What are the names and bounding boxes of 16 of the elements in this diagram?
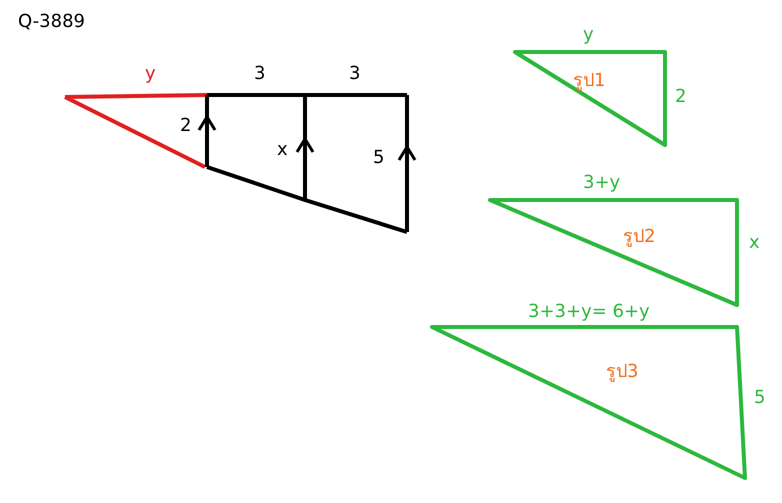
length-label: 2	[180, 116, 192, 136]
question-code: Q-3889	[18, 12, 85, 32]
side-length-label: 3+3+y= 6+y	[528, 302, 650, 322]
length-label: y	[145, 64, 156, 84]
figure-label: รูป3	[606, 362, 638, 382]
length-label: 3	[349, 64, 360, 84]
side-length-label: y	[583, 25, 594, 45]
side-length-label: 2	[675, 87, 686, 107]
side-length-label: 5	[754, 388, 766, 408]
length-label: x	[277, 140, 288, 160]
side-length-label: 3+y	[583, 173, 620, 193]
side-length-label: x	[749, 233, 760, 253]
length-label: 5	[373, 148, 384, 168]
figure-label: รูป2	[623, 227, 656, 247]
figure-label: รูป1	[573, 71, 606, 91]
length-label: 3	[254, 64, 266, 84]
